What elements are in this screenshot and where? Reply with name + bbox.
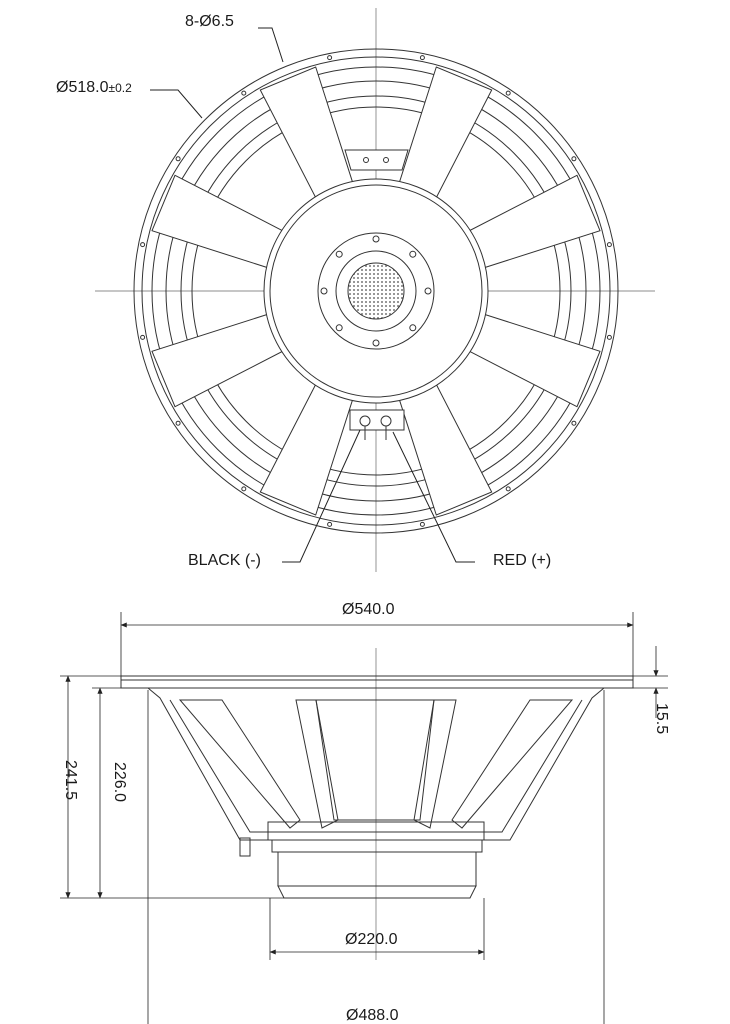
label-baffle-cutout: Ø488.0 [346,1007,399,1024]
mounting-hole [606,334,612,340]
spoke [398,384,493,516]
mounting-hole [571,420,577,426]
center-bolts [320,235,432,347]
spoke [151,174,283,269]
terminal-block [349,409,405,431]
cone-ring-inner [191,106,561,476]
mounting-hole [419,55,425,61]
spoke [151,313,283,408]
mounting-hole [327,521,333,527]
center-bolt [424,287,432,295]
label-mount-diameter: Ø518.0±0.2 [56,80,132,96]
label-flange-thickness: 15.5 [653,703,670,735]
mounting-hole [571,156,577,162]
center-bolt [372,339,380,347]
label-outer-diameter: Ø540.0 [342,601,395,618]
cone-ring-outer [180,95,572,487]
mounting-hole [175,156,181,162]
label-terminal-red: RED (+) [493,552,552,569]
leader-bolt-holes [258,27,284,63]
spoke-right-b [413,699,457,829]
mounting-hole [327,55,333,61]
leader-black [282,429,361,563]
mounting-hole [505,486,511,492]
label-total-depth: 241.5 [62,760,79,801]
top-plate [344,149,409,171]
magnet [277,851,477,887]
center-bolt [335,250,343,258]
vent-ring [335,250,417,332]
mounting-hole [140,242,146,248]
center-bolt [372,235,380,243]
center-bolt [320,287,328,295]
leader-red [392,431,475,563]
mounting-hole [241,90,247,96]
mounting-holes [140,55,612,527]
vent-mesh [347,262,405,320]
cone-window [315,699,435,821]
center-bolt [335,324,343,332]
mounting-hole [419,521,425,527]
top-plate-hole-a [363,157,369,163]
spoke-left-b [295,699,339,829]
basket-spokes [151,66,601,516]
outer-flange [133,48,619,534]
label-terminal-black: BLACK (-) [188,552,261,569]
spoke [259,66,354,198]
label-magnet-diameter: Ø220.0 [345,931,398,948]
spoke [469,313,601,408]
spoke-left-a [178,699,301,829]
mounting-hole [505,90,511,96]
side-view [120,648,634,960]
mount-diameter-value: Ø518.0 [56,79,109,96]
mounting-hole [606,242,612,248]
mounting-hole [241,486,247,492]
back-plate [317,232,435,350]
pole-plate [269,184,483,398]
basket-ring [151,66,601,516]
mount-diameter-tolerance: ±0.2 [108,81,132,95]
surround-ring [165,80,587,502]
center-bolt [409,324,417,332]
dimensions [60,612,668,1024]
mounting-hole [175,420,181,426]
top-view [95,8,655,572]
side-terminal [239,837,251,857]
leader-mount-diameter [150,89,203,119]
label-mounting-depth: 226.0 [111,762,128,803]
spoke [469,174,601,269]
mounting-hole [140,334,146,340]
top-plate-hole-b [383,157,389,163]
spoke [259,384,354,516]
basket-inner [169,699,583,833]
label-bolt-holes: 8-Ø6.5 [185,13,234,30]
center-bolt [409,250,417,258]
spoke-right-a [451,699,574,829]
back-plate-side [277,885,477,899]
spoke [398,66,493,198]
magnet-top-plate [271,839,483,853]
flange-inner-ring [141,56,611,526]
flange [120,675,634,689]
